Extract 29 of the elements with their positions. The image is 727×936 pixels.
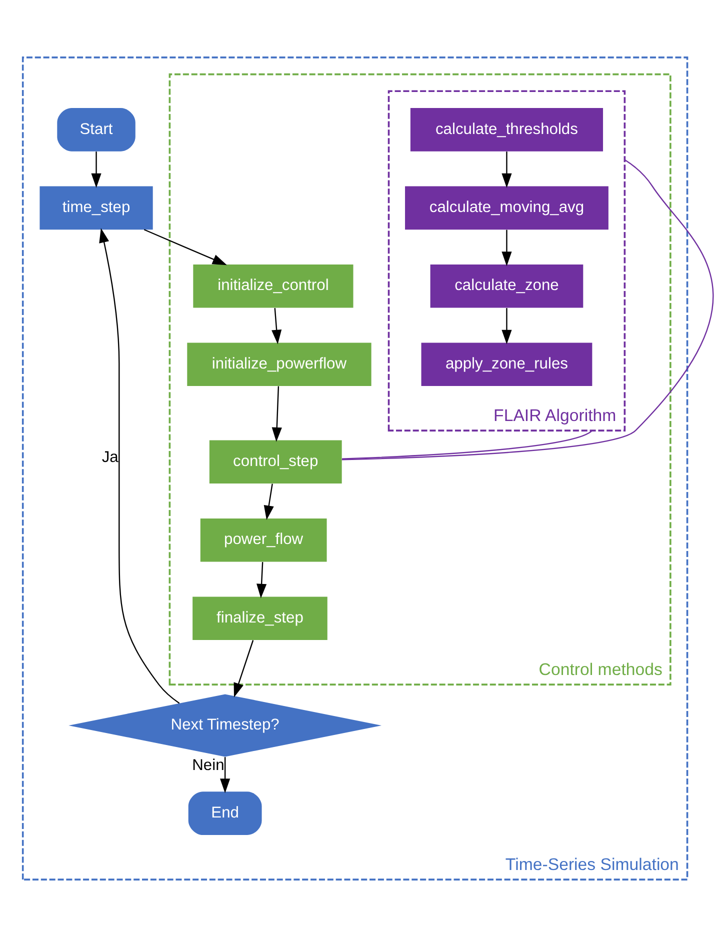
arrow <box>220 756 230 793</box>
node-box: calculate_thresholds <box>410 108 604 151</box>
arrow <box>256 562 267 598</box>
arrow <box>234 640 254 697</box>
arrow <box>264 483 274 520</box>
arrow <box>91 151 102 188</box>
node-box: apply_zone_rules <box>421 342 592 386</box>
arrow <box>502 308 512 344</box>
edge-label: Ja <box>102 448 118 466</box>
arrow <box>144 228 227 265</box>
node-box: End <box>188 791 262 835</box>
node-box: initialize_control <box>193 264 354 308</box>
node-box: calculate_moving_avg <box>405 186 608 230</box>
arrow <box>272 386 282 442</box>
connector <box>342 430 592 459</box>
node-box: initialize_powerflow <box>187 342 372 386</box>
arrow <box>502 151 512 188</box>
arrow <box>99 228 180 704</box>
arrow <box>502 229 512 266</box>
node-box: power_flow <box>200 518 327 562</box>
node-diamond: Next Timestep? <box>68 694 382 756</box>
node-box: finalize_step <box>192 596 328 640</box>
arrow <box>272 308 282 344</box>
connector <box>342 158 714 460</box>
node-box: Start <box>57 108 136 151</box>
edge-label: Nein <box>192 756 224 774</box>
node-box: control_step <box>209 440 342 484</box>
node-box: time_step <box>40 186 153 230</box>
node-box: calculate_zone <box>430 264 584 308</box>
